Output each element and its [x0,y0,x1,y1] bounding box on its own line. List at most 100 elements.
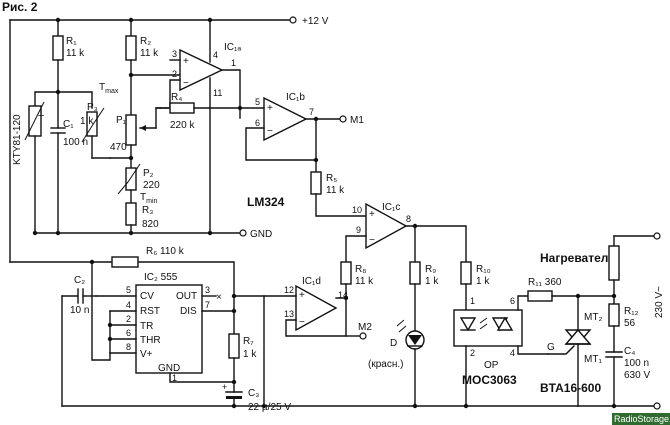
r6-ref: R₆ 110 k [146,246,185,257]
svg-text:5: 5 [126,285,131,295]
p3-ref: P₃ [87,102,98,113]
resistor-r2 [125,35,137,61]
svg-text:2: 2 [172,69,177,79]
c2-value: 10 n [70,305,89,316]
r12-ref: R₁₂ [624,306,639,317]
svg-text:2: 2 [470,348,475,358]
r2-value: 11 k [140,48,159,59]
c3-value: 22 µ/25 V [248,402,291,413]
p2-value: 220 [143,180,160,191]
resistor-r9 [409,261,421,285]
r10-value: 1 k [476,276,490,287]
svg-text:2: 2 [126,314,131,324]
mains-terminal-bottom [653,402,661,410]
c1-value: 100 n [63,137,88,148]
pot-p2 [125,167,137,191]
timer-ic2-555 [135,284,203,374]
pot-p1 [125,114,137,146]
optocoupler-ref: OP [484,360,499,371]
svg-text:−: − [299,317,305,328]
resistor-r12 [608,303,620,327]
svg-text:+: + [222,382,227,392]
svg-text:11: 11 [213,88,222,98]
figure-caption: Рис. 2 [2,0,38,14]
r7-value: 1 k [243,349,257,360]
p1-ref: P₁ [116,115,127,126]
mains-label: 230 V~ [654,286,665,318]
svg-text:RST: RST [140,306,160,317]
svg-text:1: 1 [470,296,475,306]
vcc-label: +12 V [302,16,329,27]
r4-value: 220 k [170,120,195,131]
c4-ref: C₄ [624,346,635,357]
ic1d-label: IC₁d [302,276,321,287]
svg-text:GND: GND [158,363,180,374]
svg-text:9: 9 [356,225,361,235]
r1-value: 11 k [66,48,85,59]
svg-text:−: − [267,126,273,137]
svg-text:THR: THR [140,335,161,346]
sensor-part: KTY81-120 [12,114,23,165]
m1-terminal [339,115,347,123]
svg-text:+: + [369,209,375,220]
svg-text:6: 6 [126,328,131,338]
triac-part: BTA16-600 [540,381,601,395]
m2-terminal [359,332,367,340]
c4-value: 100 n [624,358,649,369]
svg-text:−: − [183,78,189,89]
m1-label: M1 [350,115,364,126]
svg-text:4: 4 [510,348,515,358]
r8-ref: R₈ [355,264,366,275]
resistor-r11 [527,290,553,302]
svg-text:4: 4 [126,300,131,310]
ic1c-label: IC₁c [382,202,400,213]
svg-text:TR: TR [140,321,153,332]
r4-ref: R₄ [171,92,182,103]
svg-text:+: + [299,290,305,301]
svg-text:6: 6 [255,118,260,128]
triac-mt2: MT₂ [584,312,602,323]
optocoupler-op [453,309,523,347]
resistor-r10 [460,261,472,285]
svg-text:−: − [369,235,375,246]
svg-text:OUT: OUT [176,291,197,302]
r10-ref: R₁₀ [476,264,491,275]
resistor-r6 [111,256,139,268]
r5-ref: R₅ [326,173,337,184]
nc-mark: × [216,292,222,303]
p2-ref: P₂ [143,168,154,179]
svg-text:3: 3 [172,49,177,59]
svg-text:1: 1 [231,58,236,68]
r2-ref: R₂ [140,36,151,47]
svg-text:13: 13 [284,309,294,319]
r9-value: 1 k [425,276,439,287]
svg-text:7: 7 [205,300,210,310]
watermark: RadioStorage.net [614,414,670,424]
c4-voltage: 630 V [624,370,650,381]
svg-text:V+: V+ [140,349,153,360]
opamp-ic1c [365,202,408,250]
svg-text:CV: CV [140,291,154,302]
r8-value: 11 k [355,276,374,287]
resistor-r3 [125,202,137,226]
c2-ref: C₂ [74,275,85,286]
svg-text:4: 4 [213,50,218,60]
heater-label: Нагреватель [540,251,616,265]
svg-text:1: 1 [172,373,177,383]
timer-name: IC₂ 555 [144,272,178,283]
tmin-label: Tmin [140,192,157,205]
resistor-r4 [169,102,195,114]
c1-ref: C₁ [63,119,74,130]
r11-ref: R₁₁ 360 [528,277,562,288]
r5-value: 11 k [326,185,345,196]
opamp-ic1a [179,48,224,92]
p3-value: 1 k [80,116,94,127]
tmax-label: Tmax [99,82,119,95]
resistor-r1 [52,35,64,61]
svg-text:3: 3 [205,285,210,295]
r1-ref: R₁ [66,36,77,47]
opamp-family: LM324 [247,195,285,209]
r12-value: 56 [624,318,636,329]
triac-mt1: MT₁ [584,354,602,365]
